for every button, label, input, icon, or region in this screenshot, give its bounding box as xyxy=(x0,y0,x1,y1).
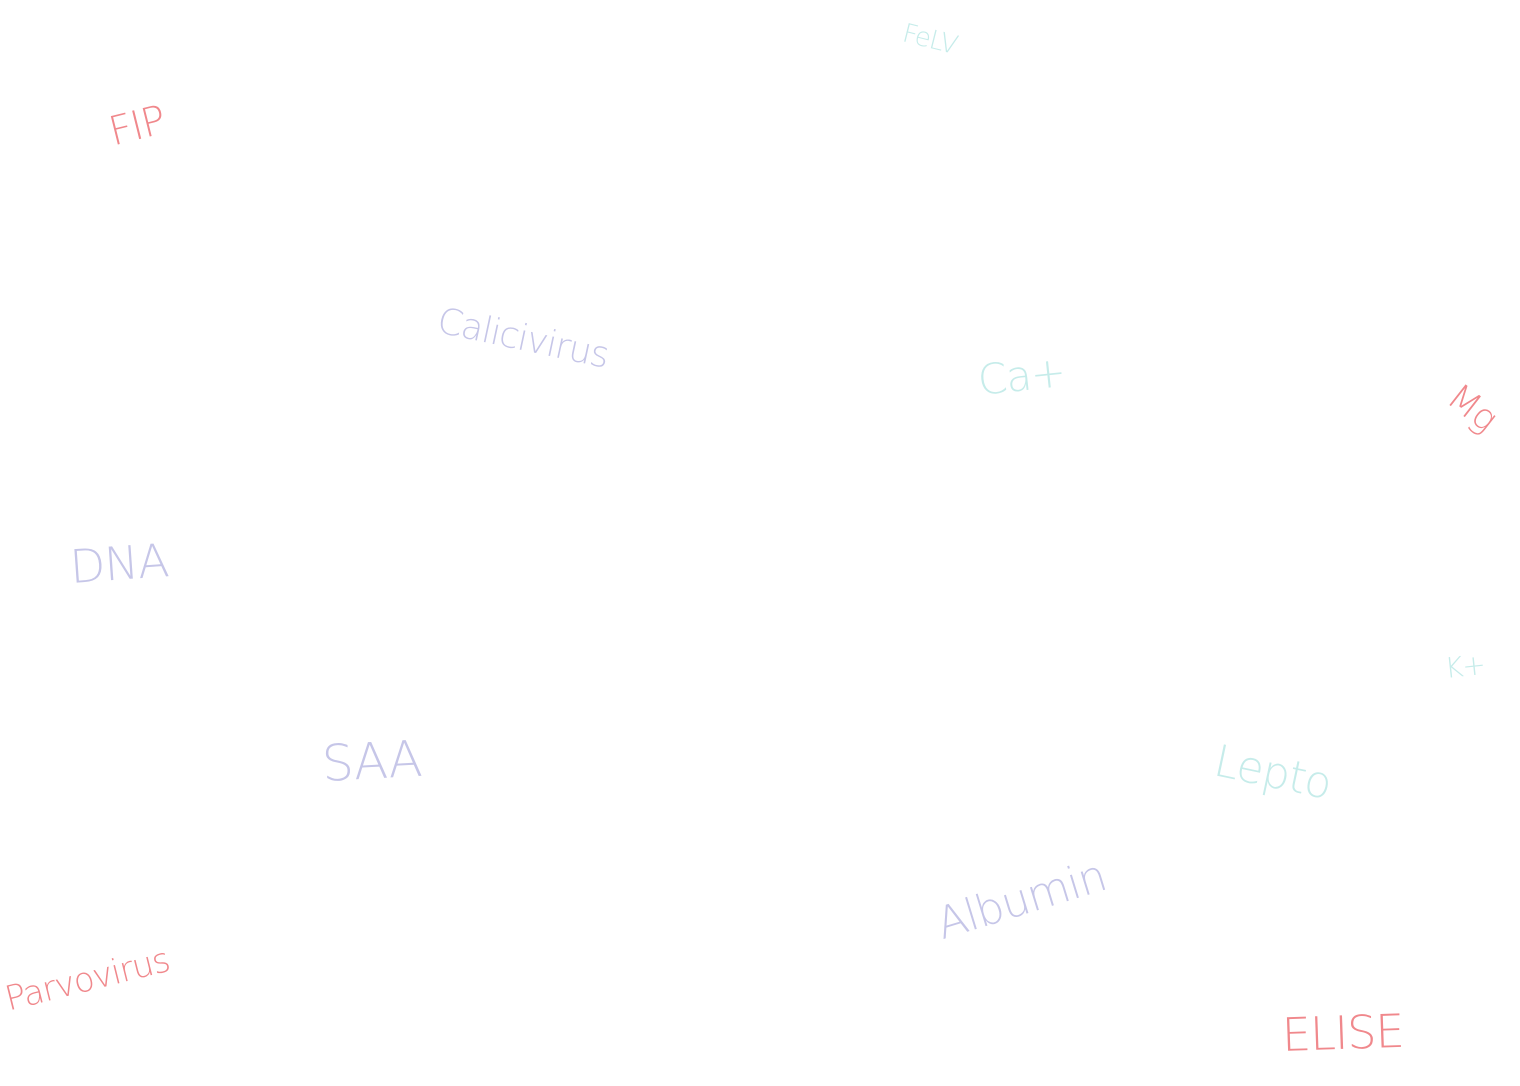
word-elise: ELISE xyxy=(1281,1003,1405,1062)
word-parvovirus: Parvovirus xyxy=(1,940,174,1020)
word-mg: Mg xyxy=(1439,376,1505,440)
word-albumin: Albumin xyxy=(930,850,1112,950)
word-lepto: Lepto xyxy=(1209,735,1336,810)
word-fip: FIP xyxy=(104,97,170,156)
word-calicivirus: Calicivirus xyxy=(433,300,613,377)
word-felv: FeLV xyxy=(899,18,960,61)
word-ca: Ca+ xyxy=(975,347,1068,405)
word-k: K+ xyxy=(1443,647,1487,685)
word-saa: SAA xyxy=(320,729,423,793)
word-dna: DNA xyxy=(68,533,170,594)
